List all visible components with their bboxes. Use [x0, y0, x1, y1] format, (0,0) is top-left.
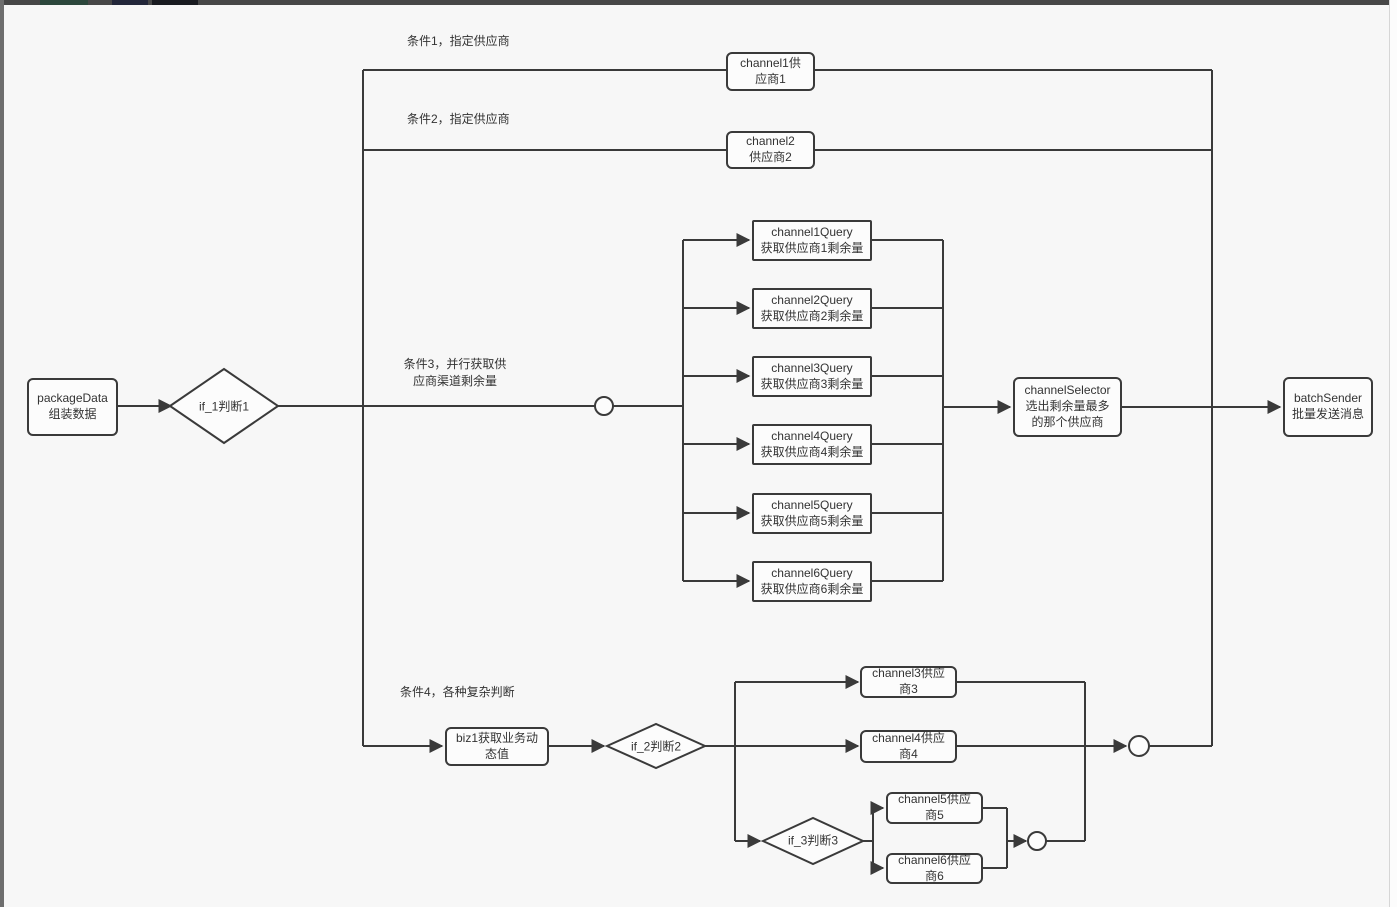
scrollbar-track[interactable]: [1389, 0, 1397, 907]
node-channel4-supplier[interactable]: channel4供应 商4: [860, 730, 957, 763]
node-channel1-supplier[interactable]: channel1供 应商1: [726, 52, 815, 91]
condition1-label: 条件1，指定供应商: [407, 34, 510, 48]
tab-sliver-3: [152, 0, 198, 5]
node-channel4-query[interactable]: channel4Query 获取供应商4剩余量: [752, 424, 872, 465]
parallel-split-circle[interactable]: [594, 396, 614, 416]
condition4-label: 条件4，各种复杂判断: [400, 685, 515, 699]
decision-if2-diamond[interactable]: [604, 722, 708, 770]
node-package-data[interactable]: packageData 组装数据: [27, 378, 118, 436]
node-batch-sender[interactable]: batchSender 批量发送消息: [1283, 377, 1373, 437]
node-channel6-supplier[interactable]: channel6供应 商6: [886, 853, 983, 884]
if3-merge-circle[interactable]: [1027, 831, 1047, 851]
decision-if3-diamond[interactable]: [760, 816, 866, 866]
node-channel1-query[interactable]: channel1Query 获取供应商1剩余量: [752, 220, 872, 261]
decision-if1-diamond[interactable]: [168, 367, 280, 445]
node-channel3-query[interactable]: channel3Query 获取供应商3剩余量: [752, 356, 872, 397]
decision-if2-label: if_2判断2: [630, 739, 682, 754]
tab-sliver-2: [112, 0, 148, 5]
node-channel3-supplier[interactable]: channel3供应 商3: [860, 666, 957, 698]
condition2-label: 条件2，指定供应商: [407, 112, 510, 126]
condition4-merge-circle[interactable]: [1128, 735, 1150, 757]
node-channel2-query[interactable]: channel2Query 获取供应商2剩余量: [752, 288, 872, 329]
node-channel2-supplier[interactable]: channel2 供应商2: [726, 131, 815, 169]
browser-tabbar-sliver: [0, 0, 1397, 5]
connector-lines: [117, 69, 1282, 875]
node-biz1[interactable]: biz1获取业务动 态值: [445, 727, 549, 766]
decision-if3-label: if_3判断3: [787, 833, 839, 848]
decision-if1-label: if_1判断1: [198, 399, 250, 414]
tab-sliver-1: [40, 0, 88, 5]
node-channel5-query[interactable]: channel5Query 获取供应商5剩余量: [752, 493, 872, 534]
condition3-label: 条件3，并行获取供 应商渠道剩余量: [403, 357, 507, 388]
node-channel5-supplier[interactable]: channel5供应 商5: [886, 792, 983, 824]
window-edge-strip: [0, 0, 4, 907]
node-channel-selector[interactable]: channelSelector 选出剩余量最多 的那个供应商: [1013, 377, 1122, 437]
node-channel6-query[interactable]: channel6Query 获取供应商6剩余量: [752, 561, 872, 602]
